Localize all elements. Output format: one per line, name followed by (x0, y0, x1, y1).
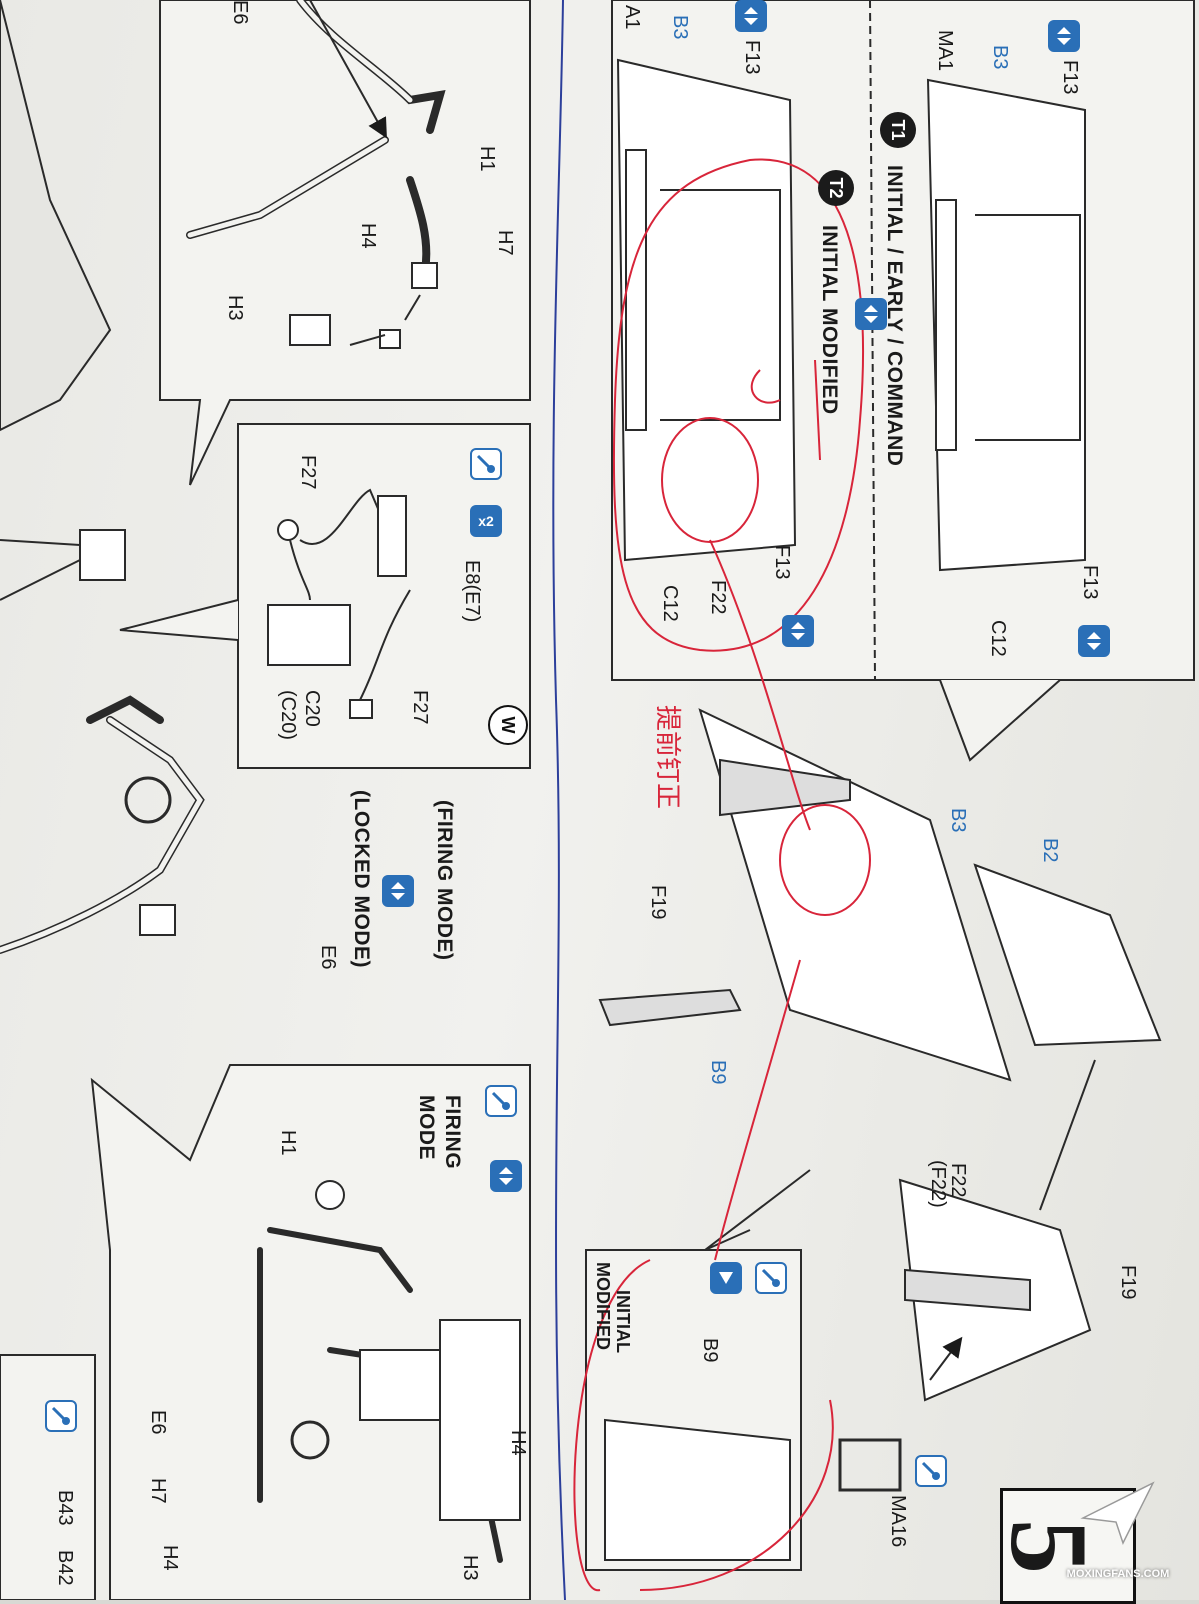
label-c12-b: C12 (987, 620, 1009, 657)
label-initial-early-command: INITIAL / EARLY / COMMAND (883, 165, 906, 467)
label-f13-c: F13 (1059, 60, 1081, 95)
two-way-arrow-icon-7 (1078, 625, 1110, 657)
watermark: MOXINGFANS.COM (1048, 1478, 1188, 1588)
label-firing-2: FIRING (441, 1095, 464, 1170)
label-b9-main: B9 (707, 1060, 729, 1085)
label-h4-top: H4 (357, 223, 379, 249)
part-e8 (377, 495, 407, 577)
label-a1: A1 (621, 5, 643, 30)
label-b3-b: B3 (989, 45, 1011, 70)
label-ma16: MA16 (887, 1495, 909, 1548)
label-h7-bot: H7 (147, 1478, 169, 1504)
paint-brush-icon-3 (45, 1400, 77, 1432)
label-h3-top: H3 (224, 295, 246, 321)
label-b9-inset: B9 (699, 1338, 721, 1363)
two-way-arrow-icon-6 (1048, 20, 1080, 52)
label-e6-top: E6 (229, 0, 251, 25)
callout-top-left (159, 0, 531, 486)
label-initial-2: INITIAL (613, 1290, 633, 1353)
paint-brush-icon-2 (485, 1085, 517, 1117)
label-f27-b: F27 (409, 690, 431, 725)
label-b42: B42 (54, 1550, 76, 1586)
handwritten-note: 提前钉正 (653, 705, 683, 810)
part-h3 (289, 314, 331, 346)
label-c20-alt: (C20) (277, 690, 299, 741)
label-c20: C20 (301, 690, 323, 727)
label-h1-bot: H1 (277, 1130, 299, 1156)
variant-divider (869, 0, 876, 681)
label-f13-a: F13 (741, 40, 763, 75)
label-c12-a: C12 (659, 585, 681, 622)
badge-t1: T1 (880, 112, 916, 148)
label-b43: B43 (54, 1490, 76, 1526)
paint-brush-icon-4 (755, 1262, 787, 1294)
label-b3-a: B3 (669, 15, 691, 40)
fold-line (552, 0, 566, 1600)
callout-bottom-left (90, 1064, 531, 1600)
badge-w: W (488, 705, 528, 745)
badge-t2: T2 (818, 170, 854, 206)
label-b3-main: B3 (947, 808, 969, 833)
part-c20 (267, 604, 351, 666)
label-initial-modified: INITIAL MODIFIED (818, 225, 841, 415)
label-mode-2: MODE (415, 1095, 438, 1160)
label-f22-a: F22 (707, 580, 729, 615)
paper-plane-icon (1080, 1481, 1155, 1545)
label-e8: E8(E7) (461, 560, 483, 623)
label-f19-b: F19 (1117, 1265, 1139, 1300)
label-e6-bot: E6 (147, 1410, 169, 1435)
label-f19-a: F19 (647, 885, 669, 920)
glue-icon (915, 1455, 947, 1487)
label-modified-2: MODIFIED (593, 1262, 613, 1350)
label-firing-mode: (FIRING MODE) (433, 800, 456, 961)
label-h4-bot: H4 (159, 1545, 181, 1571)
two-way-arrow-icon-3 (735, 0, 767, 32)
label-f27-a: F27 (297, 455, 319, 490)
two-way-arrow-icon-2 (490, 1160, 522, 1192)
label-f13-d: F13 (1079, 565, 1101, 600)
label-f22-b-alt: (F22) (927, 1160, 949, 1208)
annotation-circle-b3 (779, 804, 871, 916)
label-b2: B2 (1039, 838, 1061, 863)
label-f22-b: F22 (947, 1163, 969, 1198)
label-ma1: MA1 (934, 30, 956, 72)
label-e6-mid: E6 (317, 945, 339, 970)
watermark-text: MOXINGFANS.COM (1066, 1568, 1170, 1580)
repeat-x2-badge: x2 (470, 505, 502, 537)
two-way-arrow-icon-4 (782, 615, 814, 647)
two-way-arrow-icon (382, 875, 414, 907)
part-ma16 (838, 1438, 902, 1492)
glue-icon-solid (710, 1262, 742, 1294)
steering-wheel (124, 776, 172, 824)
label-h3-bot: H3 (459, 1555, 481, 1581)
label-f13-b: F13 (771, 545, 793, 580)
paint-brush-icon (470, 448, 502, 480)
two-way-arrow-icon-5 (855, 298, 887, 330)
label-h7-top: H7 (494, 230, 516, 256)
label-h1-top: H1 (476, 146, 498, 172)
part-b2 (973, 863, 1162, 1047)
detail-box-w (237, 423, 531, 769)
annotation-loop-1 (612, 158, 864, 652)
label-h4-bot-r: H4 (507, 1430, 529, 1456)
label-locked-mode: (LOCKED MODE) (350, 790, 373, 968)
